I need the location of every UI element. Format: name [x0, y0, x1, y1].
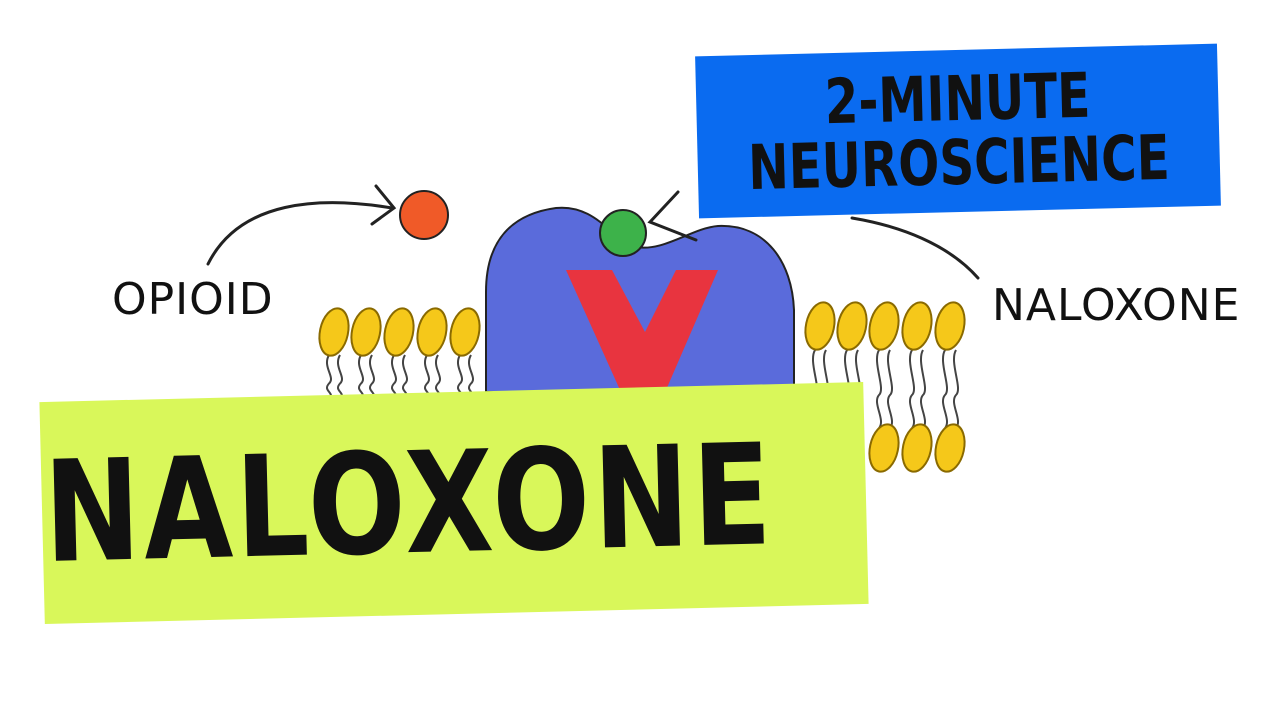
- lipid-head: [901, 423, 933, 473]
- lipid-head: [350, 307, 382, 357]
- brand-banner: 2-MINUTE NEUROSCIENCE: [695, 43, 1221, 219]
- lipid-tail: [876, 349, 882, 429]
- naloxone-label: NALOXONE: [992, 280, 1241, 331]
- opioid-label: OPIOID: [112, 274, 274, 325]
- lipid-head: [804, 301, 836, 351]
- lipid-head: [836, 301, 868, 351]
- lipid-head: [868, 423, 900, 473]
- opioid-molecule: [399, 190, 449, 240]
- lipid-heads: [318, 301, 966, 473]
- lipid-head: [868, 301, 900, 351]
- lipid-head: [383, 307, 415, 357]
- title-banner: NALOXONE: [39, 381, 869, 625]
- brand-line-2: NEUROSCIENCE: [747, 120, 1171, 205]
- lipid-head: [416, 307, 448, 357]
- lipid-head: [449, 307, 481, 357]
- lipid-tail: [909, 349, 915, 429]
- lipid-head: [901, 301, 933, 351]
- lipid-head: [318, 307, 350, 357]
- lipid-tail: [920, 349, 926, 429]
- lipid-tail: [326, 354, 332, 401]
- lipid-head: [934, 301, 966, 351]
- lipid-tail: [887, 349, 893, 429]
- lipid-tail: [337, 354, 343, 401]
- lipid-tail: [942, 349, 948, 429]
- block-mark-x: [566, 270, 718, 390]
- naloxone-arrow: [647, 190, 980, 280]
- main-title: NALOXONE: [42, 413, 777, 595]
- naloxone-molecule: [599, 209, 647, 257]
- opioid-arrow: [206, 184, 397, 266]
- lipid-head: [934, 423, 966, 473]
- lipid-tail: [953, 349, 959, 429]
